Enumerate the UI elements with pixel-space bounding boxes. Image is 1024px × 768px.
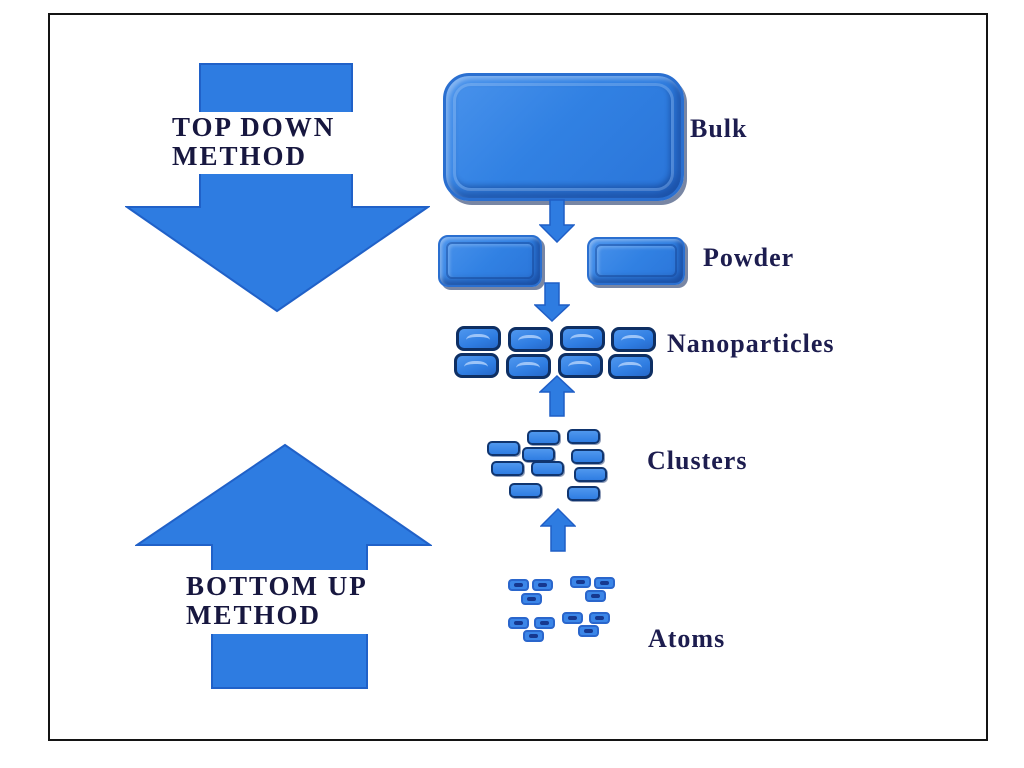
bottom-up-method-label: BOTTOM UP METHOD (186, 572, 368, 630)
top-method-text-band (168, 112, 370, 174)
atom-shape (534, 617, 555, 629)
bottom-up-method-line2: METHOD (186, 600, 322, 630)
atom-shape (570, 576, 591, 588)
arrow-bulk-to-powder (539, 199, 575, 243)
small-down-arrow-icon (534, 282, 570, 322)
bottom-up-arrow (135, 443, 432, 690)
powder-shape-left (438, 235, 542, 287)
up-block-arrow-icon (135, 443, 432, 689)
powder-label: Powder (703, 243, 795, 272)
cluster-shape (522, 447, 555, 462)
down-block-arrow-icon (125, 63, 430, 313)
cluster-shape (567, 429, 600, 444)
nanoparticles-label: Nanoparticles (667, 329, 835, 358)
small-up-arrow-icon (540, 508, 576, 552)
atom-shape (585, 590, 606, 602)
small-up-arrow-icon (539, 375, 575, 417)
arrow-atoms-to-clusters (540, 508, 576, 552)
atom-shape (589, 612, 610, 624)
nanoparticle-shape (611, 327, 656, 352)
atom-shape (521, 593, 542, 605)
arrow-powder-to-nanoparticles (534, 282, 570, 322)
cluster-shape (491, 461, 524, 476)
atom-shape (508, 579, 529, 591)
cluster-shape (531, 461, 564, 476)
atoms-label: Atoms (648, 624, 726, 653)
cluster-shape (571, 449, 604, 464)
cluster-shape (509, 483, 542, 498)
atom-shape (508, 617, 529, 629)
top-down-method-label: TOP DOWN METHOD (172, 113, 335, 171)
clusters-label: Clusters (647, 446, 748, 475)
nanoparticle-shape (506, 354, 551, 379)
nanoparticle-shape (454, 353, 499, 378)
top-down-method-line1: TOP DOWN (172, 112, 336, 142)
atom-shape (523, 630, 544, 642)
cluster-shape (487, 441, 520, 456)
small-down-arrow-icon (539, 199, 575, 243)
atom-shape (578, 625, 599, 637)
nanoparticle-shape (508, 327, 553, 352)
bottom-up-method-line1: BOTTOM UP (186, 571, 368, 601)
cluster-shape (527, 430, 560, 445)
nanoparticle-shape (456, 326, 501, 351)
nanoparticle-shape (608, 354, 653, 379)
bulk-shape (443, 73, 684, 201)
cluster-shape (567, 486, 600, 501)
atom-shape (532, 579, 553, 591)
nanoparticle-shape (560, 326, 605, 351)
cluster-shape (574, 467, 607, 482)
powder-shape-right (587, 237, 685, 285)
bulk-label: Bulk (690, 114, 748, 143)
top-down-arrow (125, 63, 430, 313)
bottom-method-text-band (206, 570, 372, 634)
atom-shape (562, 612, 583, 624)
nanoparticle-shape (558, 353, 603, 378)
arrow-clusters-to-nanoparticles (539, 375, 575, 417)
top-down-method-line2: METHOD (172, 141, 308, 171)
atom-shape (594, 577, 615, 589)
